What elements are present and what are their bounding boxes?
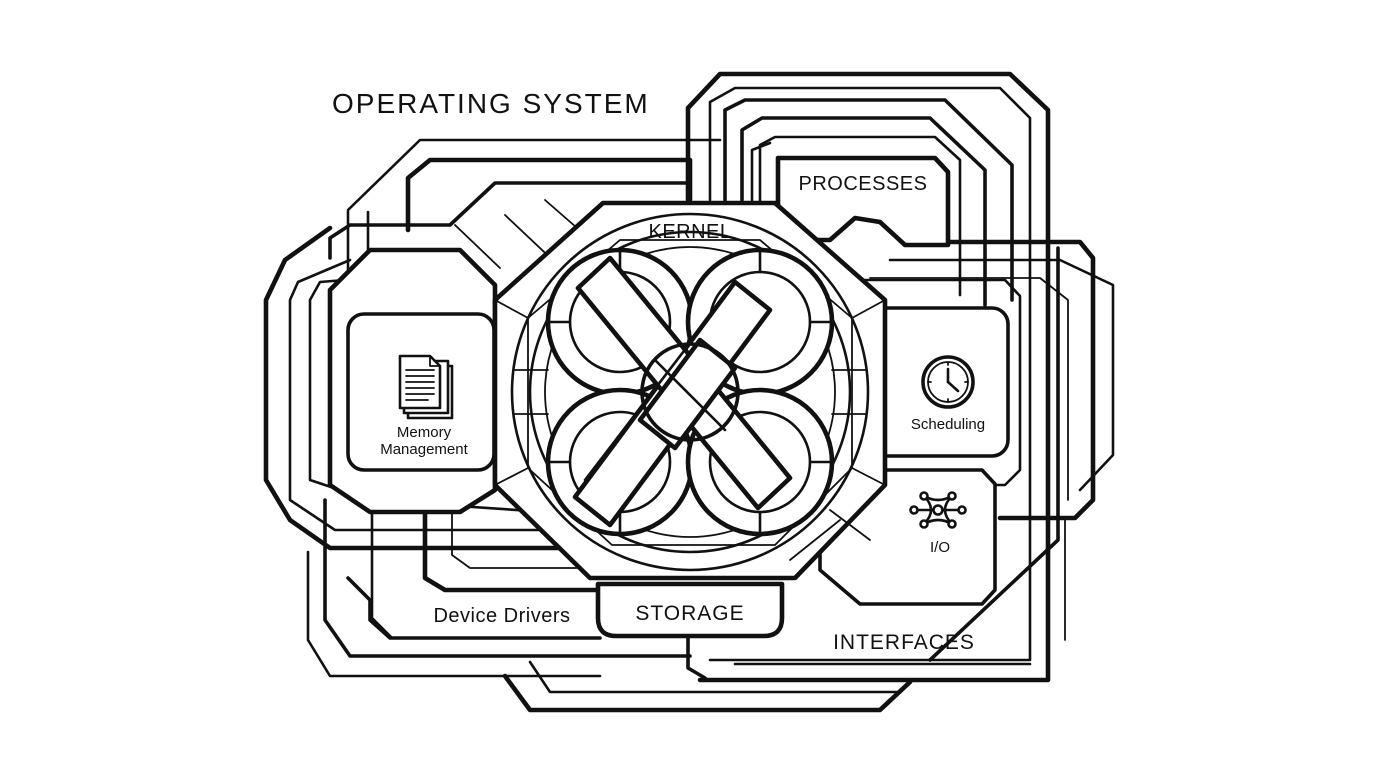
right-frame-5: [758, 135, 962, 297]
left-frame-bottom-5: [451, 499, 591, 569]
left-frame-bottom-4: [422, 497, 603, 593]
diagram-title: OPERATING SYSTEM: [332, 88, 650, 119]
storage-box: [595, 581, 785, 639]
scheduling-label: Scheduling: [911, 416, 985, 433]
right-frame-3: [723, 98, 1014, 302]
storage-group: STORAGE: [595, 581, 785, 639]
left-frame-bottom-1: [306, 550, 602, 678]
storage-label: STORAGE: [635, 602, 744, 625]
documents-icon: [398, 354, 454, 420]
far-right-frame-4: [928, 246, 1060, 662]
top-frame-3: [328, 181, 692, 260]
memory-label-line2: Management: [380, 441, 468, 458]
far-right-frame-2: [888, 258, 1115, 492]
far-right-frame-1: [902, 239, 1096, 521]
processes-label: PROCESSES: [799, 173, 928, 195]
device-drivers-group: Device Drivers: [346, 576, 602, 640]
kernel-knot: [510, 212, 870, 572]
bottom-frame-1: [502, 673, 913, 713]
memory-label-line1: Memory: [397, 424, 452, 441]
kernel-group: KERNEL: [492, 200, 888, 581]
scheduling-group: Scheduling: [856, 278, 1022, 487]
interfaces-label: INTERFACES: [833, 631, 975, 654]
far-right-frame-3: [869, 277, 1069, 501]
device-drivers-box: [346, 576, 602, 640]
left-frame-bottom-2: [323, 498, 692, 658]
io-label: I/O: [930, 539, 950, 556]
left-frame-2: [288, 258, 592, 532]
device-drivers-label: Device Drivers: [433, 605, 570, 627]
bottom-frame-2: [528, 660, 902, 694]
right-frame-6: [750, 141, 772, 202]
memory-management-group: Memory Management: [327, 247, 498, 515]
processes-group: PROCESSES: [775, 155, 951, 248]
clock-icon: [921, 355, 975, 409]
left-frame-outer: [263, 225, 598, 551]
top-frame-1: [346, 138, 722, 292]
top-frame-7: [454, 224, 501, 269]
right-frame-outer: [685, 71, 1051, 683]
interfaces-group: INTERFACES: [833, 631, 975, 654]
network-nodes-icon: [909, 491, 967, 529]
right-frame-2: [708, 86, 1032, 662]
right-frame-4: [740, 116, 987, 307]
